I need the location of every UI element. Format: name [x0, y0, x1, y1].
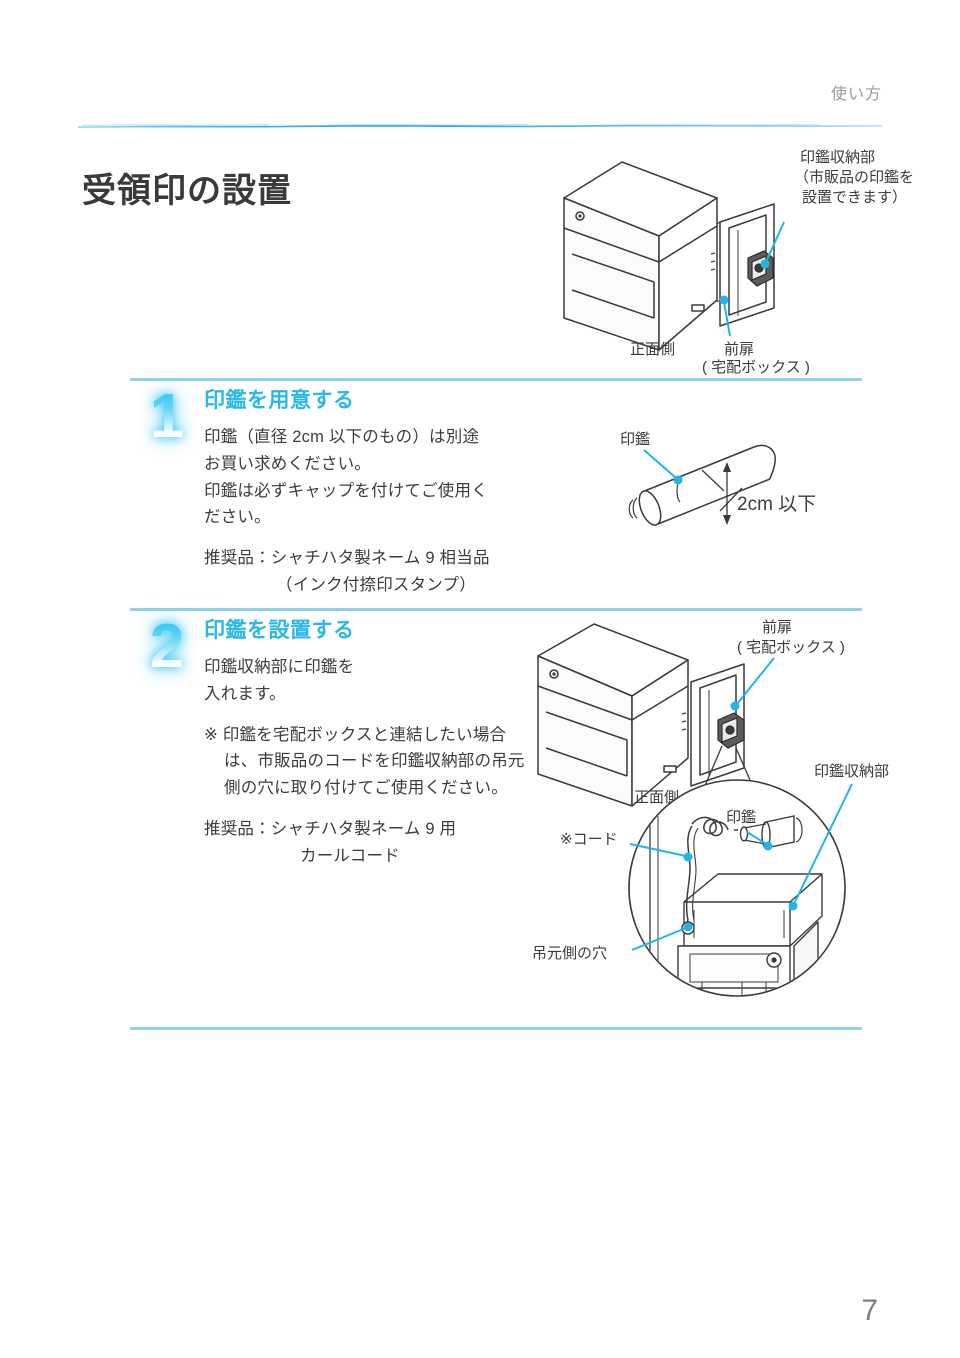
section-divider-3 [130, 1027, 862, 1030]
section-divider-2 [130, 608, 862, 611]
step-2-number: 2 [136, 616, 198, 678]
label-front-side: 正面側 [634, 789, 679, 806]
section-divider-1 [130, 378, 862, 381]
label-storage-line3: 設置できます） [802, 189, 907, 206]
label-hinge-hole: 吊元側の穴 [532, 945, 607, 962]
step-2-paragraph: 印鑑収納部に印鑑を 入れます。 [204, 658, 355, 703]
step-1-recommend-label: 推奨品：シャチハタ製ネーム 9 相当品 [204, 549, 490, 568]
label-front-door-line2: ( 宅配ボックス ) [737, 639, 845, 656]
label-stamp-dimension: 2cm 以下 [737, 494, 816, 515]
label-front-door-line1: 前扉 [762, 619, 792, 636]
label-storage-line1: 印鑑収納部 [800, 149, 875, 166]
page-number: 7 [861, 1294, 878, 1327]
label-front-door-line2: ( 宅配ボックス ) [702, 359, 810, 376]
label-front-door-line1: 前扉 [724, 341, 754, 358]
step-1-recommend-continued: （インク付捺印スタンプ） [276, 575, 476, 594]
label-storage-line2: （市販品の印鑑を [794, 169, 914, 186]
step-1-recommendation: 推奨品：シャチハタ製ネーム 9 相当品 （インク付捺印スタンプ） [204, 545, 534, 598]
step-2-recommend-continued: カールコード [300, 846, 400, 865]
figure-delivery-box-open-door: 印鑑収納部 （市販品の印鑑を 設置できます） 前扉 ( 宅配ボックス ) 正面側 [552, 149, 942, 376]
step-1-heading: 印鑑を用意する [204, 389, 355, 412]
label-storage: 印鑑収納部 [814, 763, 889, 780]
page-title: 受領印の設置 [82, 171, 292, 210]
label-cord: ※コード [560, 831, 618, 848]
step-2-recommendation: 推奨品：シャチハタ製ネーム 9 用 カールコード [204, 816, 534, 869]
figure-stamp-holder-detail: 前扉 ( 宅配ボックス ) 正面側 [522, 616, 942, 1016]
label-stamp: 印鑑 [620, 431, 650, 448]
header-brush-rule [78, 116, 882, 128]
step-1-number: 1 [136, 386, 198, 448]
step-2-note: ※ 印鑑を宅配ボックスと連結したい場合は、市販品のコードを印鑑収納部の吊元側の穴… [204, 725, 525, 798]
step-2-recommend-label: 推奨品：シャチハタ製ネーム 9 用 [204, 819, 457, 838]
label-stamp: 印鑑 [726, 809, 756, 826]
step-1-paragraph: 印鑑（直径 2cm 以下のもの）は別途 お買い求めください。 印鑑は必ずキャップ… [204, 428, 488, 527]
section-label: 使い方 [830, 86, 882, 103]
figure-stamp-dimension: 2cm 以下 印鑑 [596, 418, 886, 540]
label-front-side: 正面側 [630, 341, 675, 358]
step-2-heading: 印鑑を設置する [204, 619, 355, 642]
